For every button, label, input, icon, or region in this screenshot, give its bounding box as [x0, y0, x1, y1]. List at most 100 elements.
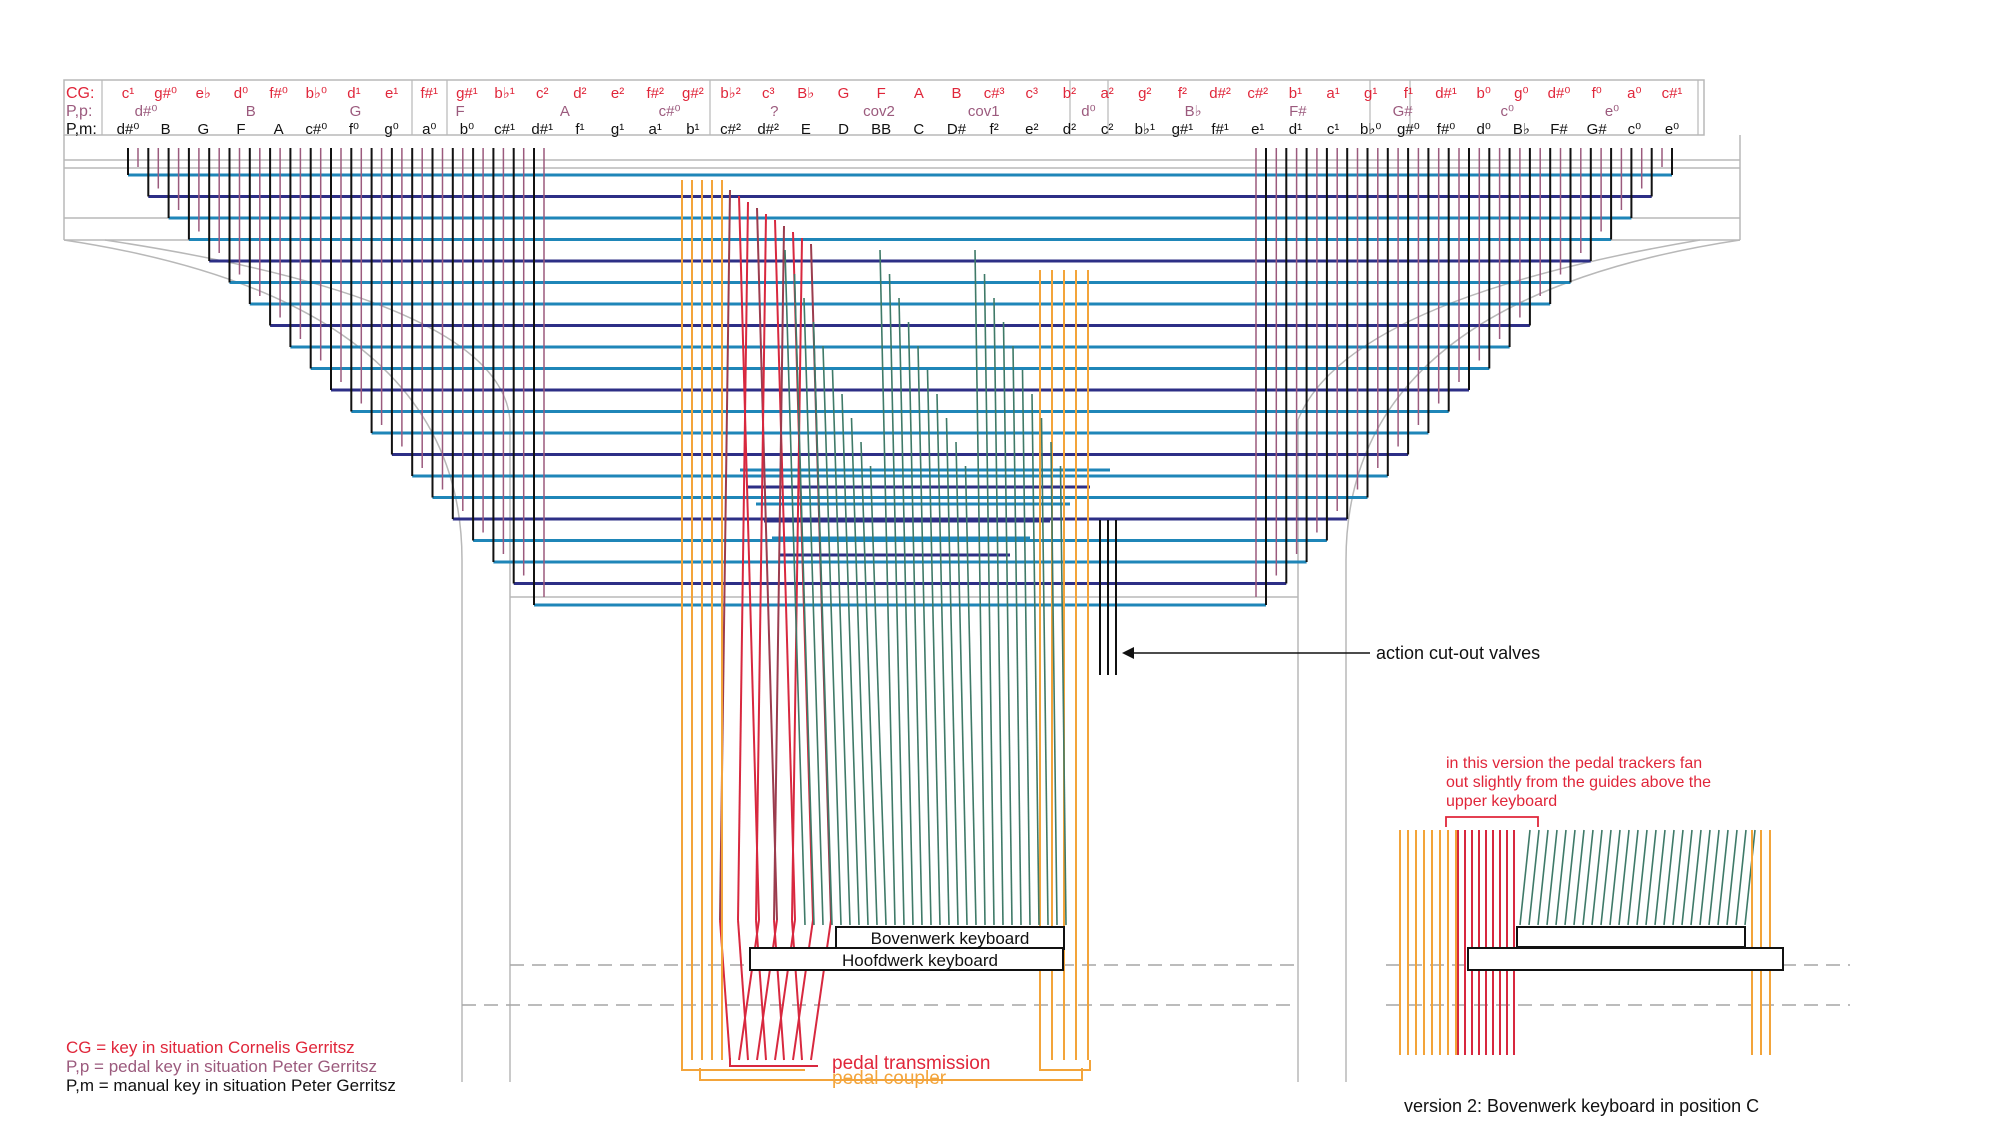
- key-label: d#⁰: [117, 121, 140, 138]
- key-label: g²: [1138, 85, 1151, 102]
- key-label: d¹: [347, 85, 360, 102]
- key-label: A: [914, 85, 924, 102]
- version-note-line2: out slightly from the guides above the: [1446, 774, 1711, 791]
- manual-tracker: [945, 417, 959, 926]
- manual-tracker: [803, 297, 824, 926]
- pedal-tracker: [774, 919, 796, 1061]
- key-label: f²: [1178, 85, 1187, 102]
- case-curve-left: [63, 239, 463, 1082]
- key-label: a¹: [1326, 85, 1339, 102]
- manual-tracker: [1591, 829, 1603, 926]
- key-label: D: [838, 121, 849, 138]
- case-curve-right-inner: [1297, 239, 1701, 1082]
- manual-tracker: [1744, 829, 1756, 926]
- key-label: d⁰: [1081, 103, 1095, 120]
- bovenwerk-keyboard-label: Bovenwerk keyboard: [871, 929, 1030, 948]
- manual-tracker: [1031, 393, 1040, 926]
- pedal-bracket: [729, 1058, 818, 1067]
- hoofdwerk-keyboard-box: [749, 947, 1064, 971]
- key-label: G: [350, 103, 362, 120]
- key-label: d#¹: [1435, 85, 1457, 102]
- key-label: g#⁰: [1397, 121, 1420, 138]
- key-label: f#⁰: [1437, 121, 1456, 138]
- key-label: G#: [1587, 121, 1608, 138]
- manual-tracker: [879, 249, 896, 926]
- manual-tracker: [1726, 829, 1738, 926]
- manual-tracker: [1519, 829, 1531, 926]
- legend-pp: P,p = pedal key in situation Peter Gerri…: [66, 1057, 378, 1076]
- key-label: d⁰: [234, 85, 248, 102]
- case-curve-right: [1345, 239, 1741, 1082]
- key-label: b♭⁰: [306, 85, 327, 102]
- key-label: a⁰: [422, 121, 436, 138]
- key-label: B: [951, 85, 961, 102]
- manual-tracker: [926, 369, 941, 926]
- key-label: c²: [536, 85, 549, 102]
- pedal-tracker: [792, 919, 814, 1061]
- key-label: c#¹: [1662, 85, 1683, 102]
- pedal-tracker: [738, 919, 760, 1061]
- row-label-pp: P,p:: [66, 103, 92, 120]
- key-label: c#²: [720, 121, 741, 138]
- key-label: c²: [1101, 121, 1114, 138]
- manual-tracker: [1040, 417, 1049, 926]
- manual-tracker: [898, 297, 914, 926]
- key-label: d#⁰: [135, 103, 158, 120]
- key-label: g#¹: [456, 85, 478, 102]
- manual-tracker: [1627, 829, 1639, 926]
- version-2-detail: [1399, 816, 1784, 1055]
- pedal-tracker: [756, 919, 778, 1061]
- key-label: B♭: [1185, 103, 1202, 120]
- action-valves-label: action cut-out valves: [1376, 643, 1540, 663]
- key-label: c#⁰: [659, 103, 681, 120]
- manual-tracker: [1618, 829, 1630, 926]
- manual-tracker: [1708, 829, 1720, 926]
- key-label: e¹: [385, 85, 398, 102]
- pedal-tracker: [755, 213, 767, 921]
- coupler-bracket: [681, 1060, 1091, 1071]
- manual-tracker: [1573, 829, 1585, 926]
- manual-tracker: [869, 465, 887, 926]
- key-label: f⁰: [349, 121, 359, 138]
- manual-tracker: [1717, 829, 1729, 926]
- key-label: E: [801, 121, 811, 138]
- key-label: D#: [947, 121, 967, 138]
- key-label: ?: [770, 103, 778, 120]
- manual-tracker: [1663, 829, 1675, 926]
- key-label: G#: [1393, 103, 1414, 120]
- key-label: g#²: [682, 85, 704, 102]
- pedal-tracker: [791, 237, 803, 921]
- pedal-coupler-label: pedal coupler: [832, 1068, 947, 1089]
- key-label: f²: [990, 121, 999, 138]
- key-label: e⁰: [1605, 103, 1619, 120]
- hoofdwerk-keyboard-label: Hoofdwerk keyboard: [842, 951, 998, 970]
- manual-tracker: [1059, 465, 1067, 926]
- pedal-transmission-label: pedal transmission: [832, 1053, 990, 1074]
- manual-tracker: [784, 249, 806, 926]
- manual-tracker: [793, 273, 815, 926]
- manual-tracker: [1537, 829, 1549, 926]
- key-label: f¹: [575, 121, 584, 138]
- key-label: cov2: [863, 103, 895, 120]
- key-label: b♭¹: [1135, 121, 1155, 138]
- key-label: c#¹: [494, 121, 515, 138]
- key-label: c#⁰: [305, 121, 327, 138]
- key-label: b⁰: [460, 121, 474, 138]
- note-bracket: [1445, 816, 1539, 827]
- pedal-tracker: [791, 919, 803, 1061]
- manual-tracker: [841, 393, 860, 926]
- manual-tracker: [1654, 829, 1666, 926]
- row-label-pm: P,m:: [66, 121, 97, 138]
- manual-tracker: [983, 273, 995, 926]
- version-note-line3: upper keyboard: [1446, 793, 1557, 810]
- manual-tracker: [1735, 829, 1747, 926]
- key-label: b²: [1063, 85, 1076, 102]
- key-label: d#²: [1209, 85, 1231, 102]
- key-label: e⁰: [1665, 121, 1679, 138]
- manual-tracker: [1050, 441, 1058, 926]
- key-label: g⁰: [1514, 85, 1528, 102]
- key-label: g¹: [611, 121, 624, 138]
- manual-tracker: [812, 321, 833, 926]
